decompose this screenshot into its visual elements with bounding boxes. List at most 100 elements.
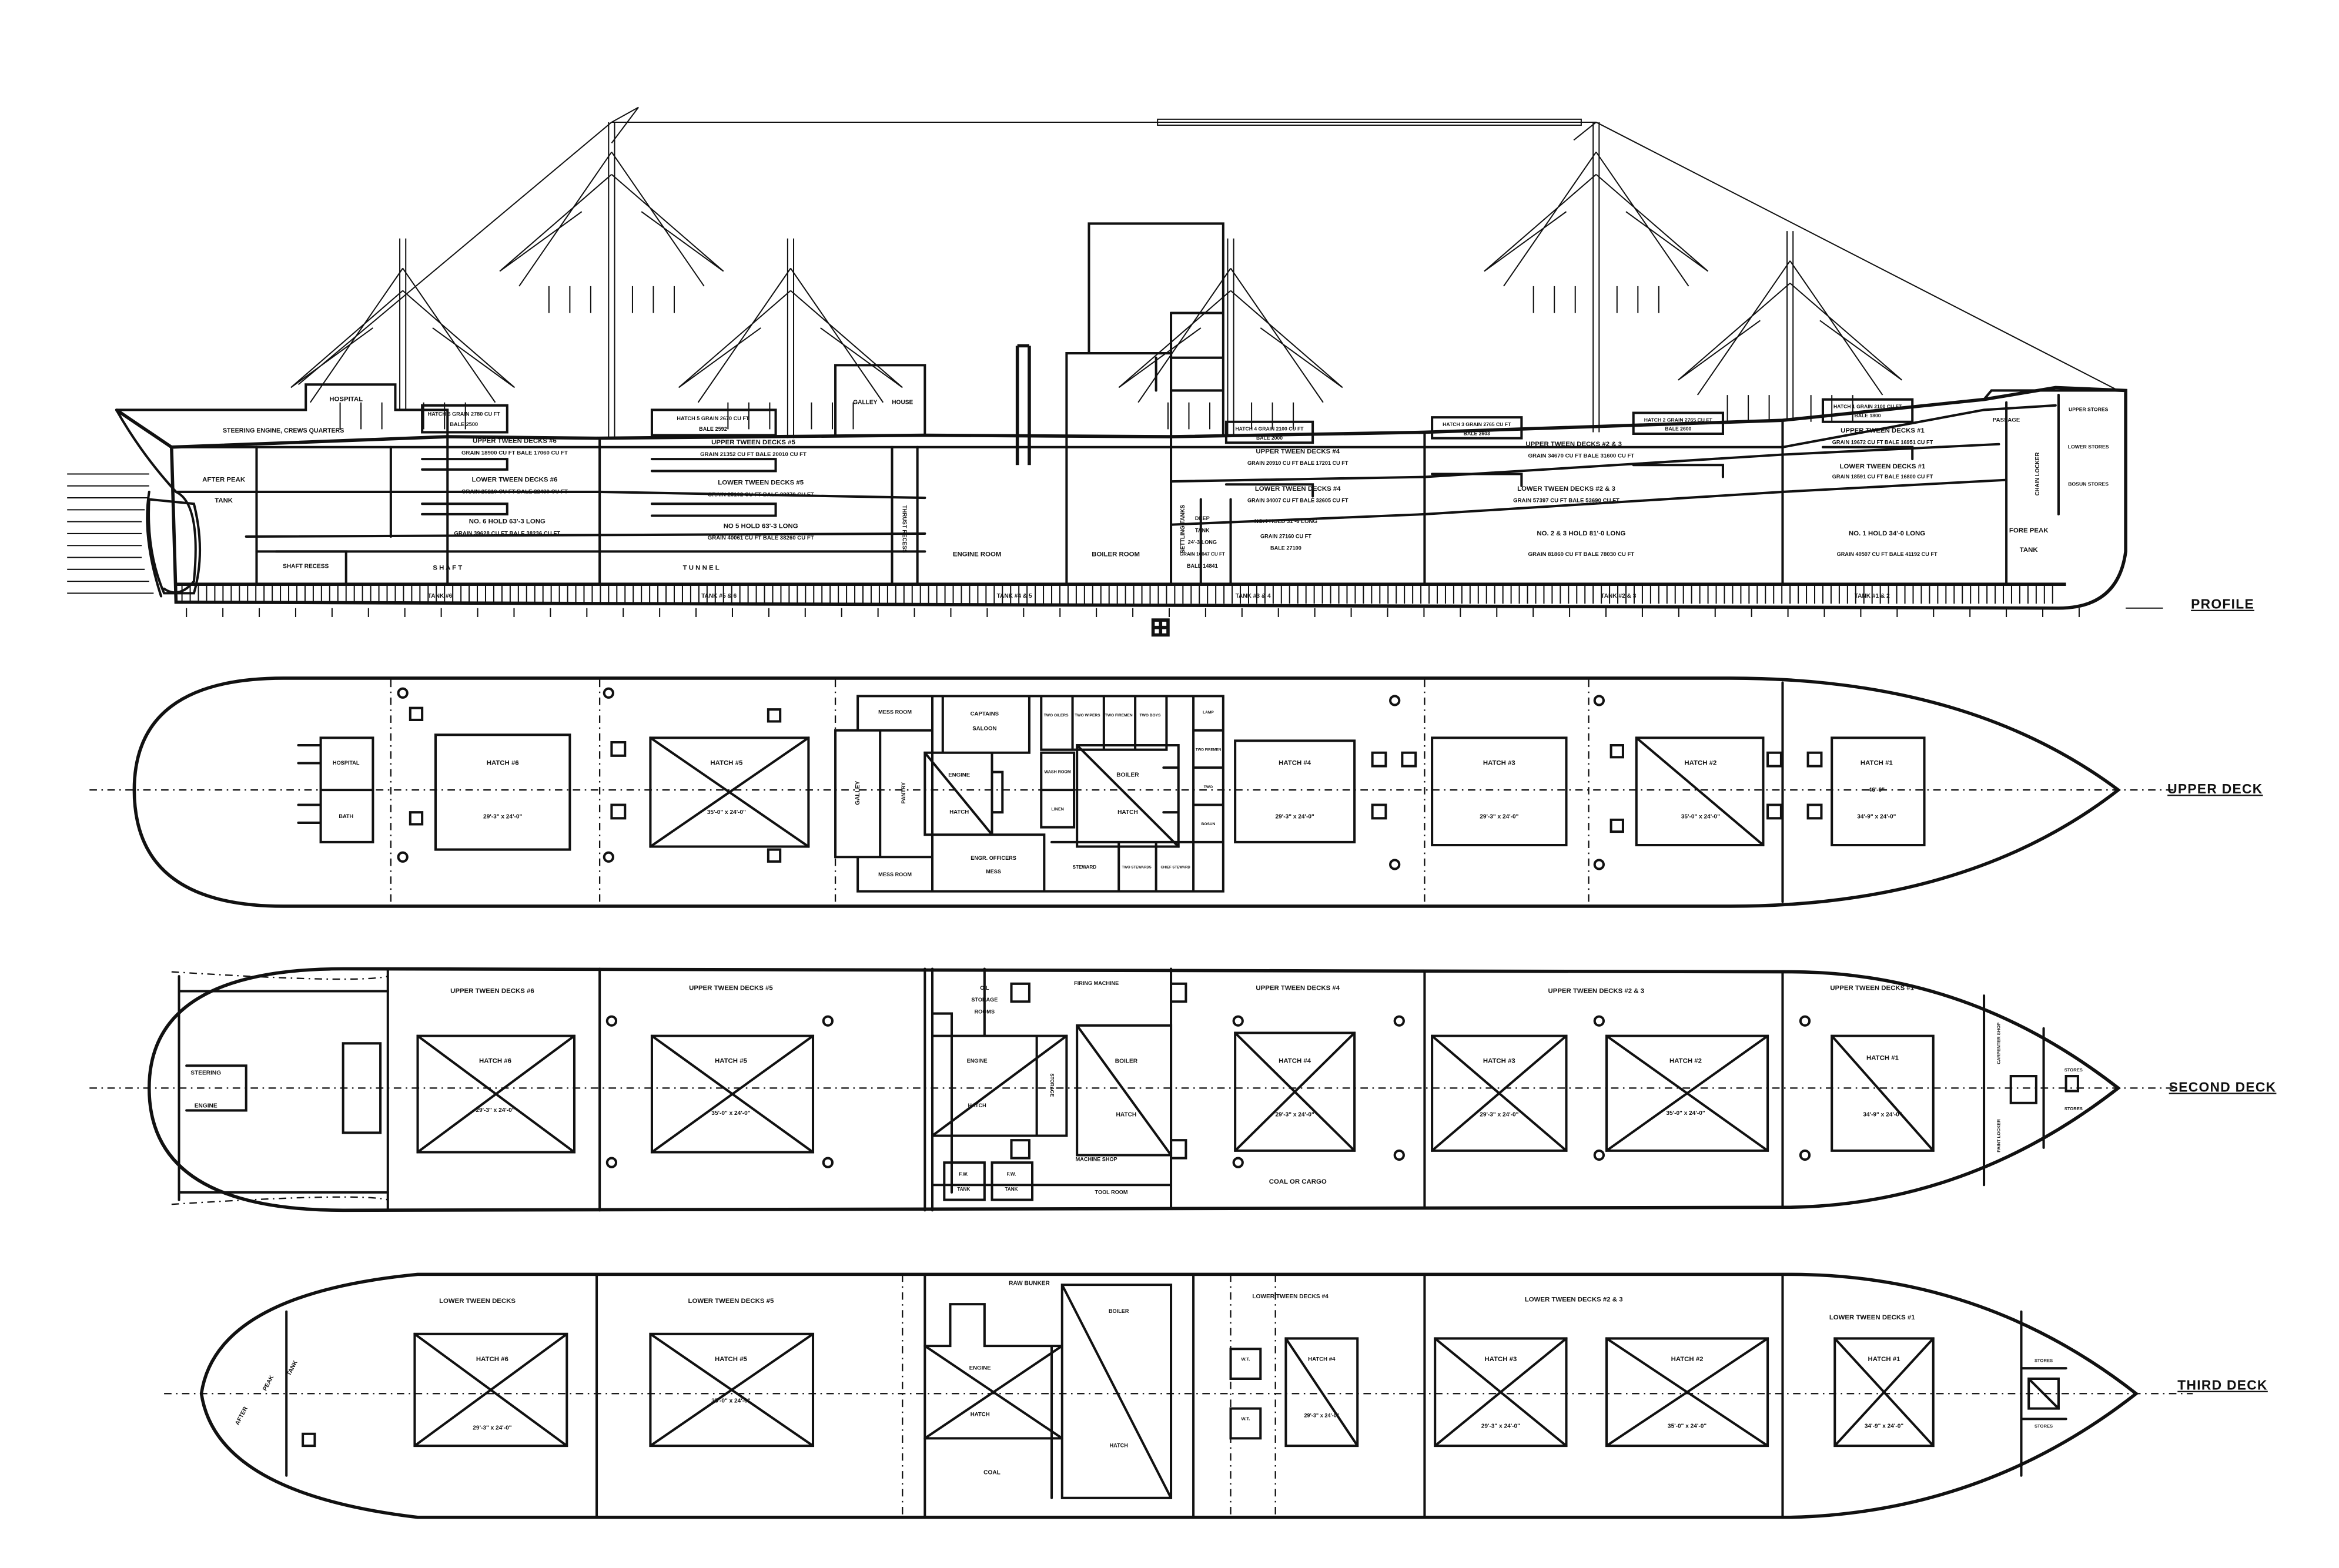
upper-mess-top-label: MESS ROOM	[878, 709, 912, 715]
profile-utd5c-label: GRAIN 21352 CU FT BALE 20010 CU FT	[700, 451, 807, 458]
hatch6-box-3	[413, 1332, 568, 1448]
steering-flat	[178, 975, 389, 1201]
profile-hatch6b-label: BALE 2500	[450, 421, 478, 427]
forecastle	[1983, 389, 2127, 401]
fore-stores	[2009, 1075, 2079, 1104]
aft-fitting	[302, 1432, 316, 1448]
upper-engine-hatch-label: HATCH	[949, 809, 969, 816]
profile-hold1c-label: GRAIN 40507 CU FT BALE 41192 CU FT	[1837, 551, 1938, 557]
profile-hold5c-label: GRAIN 40061 CU FT BALE 38260 CU FT	[708, 535, 814, 541]
third-hatch5-label: HATCH #5	[715, 1356, 748, 1363]
profile-utd23-label: UPPER TWEEN DECKS #2 & 3	[1525, 441, 1622, 448]
second-carpenter-label: CARPENTER SHOP	[1996, 1023, 2001, 1064]
profile-boiler-room-label: BOILER ROOM	[1092, 551, 1140, 558]
hatch4-box-3	[1284, 1337, 1359, 1448]
profile-tank3-label: TANK #3 & 4	[1236, 593, 1271, 599]
profile-hospital-label: HOSPITAL	[329, 396, 363, 403]
second-fw2-label: F.W.	[1007, 1172, 1016, 1177]
third-wt2-label: W.T.	[1242, 1416, 1250, 1421]
galley-house	[834, 364, 926, 437]
profile-engine-room-label: ENGINE ROOM	[953, 551, 1001, 558]
profile-passage-label: PASSAGE	[1993, 417, 2020, 424]
profile-hold6-label: NO. 6 HOLD 63'-3 LONG	[469, 518, 546, 525]
profile-deep5-label: BALE 14841	[1187, 563, 1218, 569]
titles-profile-label: PROFILE	[2191, 597, 2254, 612]
upper-hatch1d-label: 34'-9" x 24'-0"	[1857, 813, 1896, 820]
hatch2-box	[1635, 736, 1765, 847]
hospital-house	[297, 736, 374, 843]
third-deck-hull	[199, 1272, 2139, 1519]
profile-deep3-label: 24'-3 LONG	[1188, 540, 1217, 545]
profile-ltd6-label: LOWER TWEEN DECKS #6	[472, 477, 558, 484]
second-hatch2d-label: 35'-0" x 24'-0"	[1666, 1110, 1705, 1117]
profile-shaft-label: S H A F T	[433, 564, 462, 571]
upper-boiler-label: BOILER	[1116, 772, 1139, 778]
profile-hatch4-label: HATCH 4 GRAIN 2100 CU FT	[1235, 426, 1304, 432]
upper-captain1-label: CAPTAINS	[971, 711, 999, 717]
second-oil1-label: OIL	[980, 985, 989, 991]
second-fw2b-label: TANK	[1005, 1187, 1018, 1192]
upper-hatch1-label: HATCH #1	[1861, 760, 1893, 767]
profile-hold4-label: NO.4 HOLD 31'-6 LONG	[1254, 518, 1317, 525]
second-hatch4d-label: 29'-3" x 24'-0"	[1276, 1112, 1314, 1118]
third-after-peak1-label: AFTER	[234, 1405, 249, 1426]
profile-deep1-label: DEEP	[1195, 515, 1210, 521]
midship-mark	[1151, 618, 1170, 637]
shaft-recess-box	[255, 550, 347, 586]
profile-tank2-label: TANK #2 & 3	[1601, 593, 1636, 599]
third-hatch3-label: HATCH #3	[1484, 1356, 1517, 1363]
third-hatch6d-label: 29'-3" x 24'-0"	[473, 1425, 511, 1431]
profile-deep2-label: TANK	[1195, 527, 1210, 533]
profile-ltd23-label: LOWER TWEEN DECKS #2 & 3	[1517, 485, 1615, 492]
second-boiler-label: BOILER	[1115, 1058, 1138, 1064]
fore-store-box-3	[2020, 1367, 2067, 1420]
hatch6-box-2	[416, 1034, 576, 1154]
third-boiler-hatch-label: HATCH	[1110, 1442, 1128, 1448]
third-hatch3d-label: 29'-3" x 24'-0"	[1481, 1423, 1520, 1430]
engine-casing-3	[923, 1284, 1173, 1499]
second-utd4-label: UPPER TWEEN DECKS #4	[1256, 984, 1340, 991]
upper-hospital-label: HOSPITAL	[333, 760, 360, 766]
profile-hatch3b-label: BALE 2603	[1464, 430, 1490, 436]
masts-and-derricks	[290, 106, 2119, 438]
profile-fore-peak-label: FORE PEAK	[2009, 527, 2049, 534]
third-bulkheads	[285, 1273, 2023, 1519]
third-boiler-label: BOILER	[1109, 1308, 1129, 1314]
second-fw1b-label: TANK	[957, 1187, 970, 1192]
upper-hatch1a-label: 46'-0"	[1869, 787, 1885, 793]
profile-after-peak-tank-label: TANK	[215, 497, 233, 504]
second-hatch4-label: HATCH #4	[1279, 1058, 1311, 1065]
upper-pantry-label: PANTRY	[901, 782, 906, 803]
second-stores-a-label: STORES	[2064, 1067, 2083, 1073]
upper-hatch4d-label: 29'-3" x 24'-0"	[1276, 813, 1314, 820]
profile-stores3-label: BOSUN STORES	[2068, 481, 2109, 487]
profile-hatch5b-label: BALE 2592	[699, 426, 727, 432]
second-paint-label: PAINT LOCKER	[1996, 1119, 2001, 1152]
second-hatch1-label: HATCH #1	[1866, 1055, 1899, 1062]
second-hatch3d-label: 29'-3" x 24'-0"	[1480, 1112, 1518, 1118]
second-tool-label: TOOL ROOM	[1095, 1189, 1128, 1195]
profile-utd5-label: UPPER TWEEN DECKS #5	[711, 439, 795, 446]
second-deck-hull	[147, 967, 2121, 1212]
upper-hatch3-label: HATCH #3	[1483, 760, 1515, 767]
second-boiler-hatch-label: HATCH	[1116, 1112, 1137, 1118]
profile-hatch-boxes	[421, 398, 1914, 444]
titles-third-label: THIRD DECK	[2177, 1378, 2268, 1393]
third-ltd6-label: LOWER TWEEN DECKS	[439, 1298, 516, 1305]
profile-hatch2b-label: BALE 2600	[1665, 426, 1691, 432]
engine-room-casing	[931, 967, 1187, 1212]
poop-deck	[115, 383, 449, 438]
profile-utd1c-label: GRAIN 19672 CU FT BALE 16951 CU FT	[1832, 440, 1933, 445]
profile-tank5-label: TANK #5 & 6	[701, 593, 737, 599]
third-hatch2-label: HATCH #2	[1671, 1356, 1704, 1363]
hatch1-box-3	[1833, 1337, 1935, 1448]
second-utd5-label: UPPER TWEEN DECKS #5	[689, 984, 773, 991]
upper-hatch2-label: HATCH #2	[1684, 760, 1716, 767]
stern-outline-upper	[171, 971, 389, 1205]
upper-hatch5-label: HATCH #5	[710, 760, 743, 767]
upper-bath-label: BATH	[339, 813, 353, 819]
third-ltd1-label: LOWER TWEEN DECKS #1	[1829, 1314, 1915, 1321]
third-hatch5d-label: 35'-0" x 24'-0"	[711, 1398, 750, 1405]
upper-r3-label: TWO FIREMEN	[1105, 713, 1133, 718]
hatch2-box-3	[1605, 1337, 1769, 1448]
